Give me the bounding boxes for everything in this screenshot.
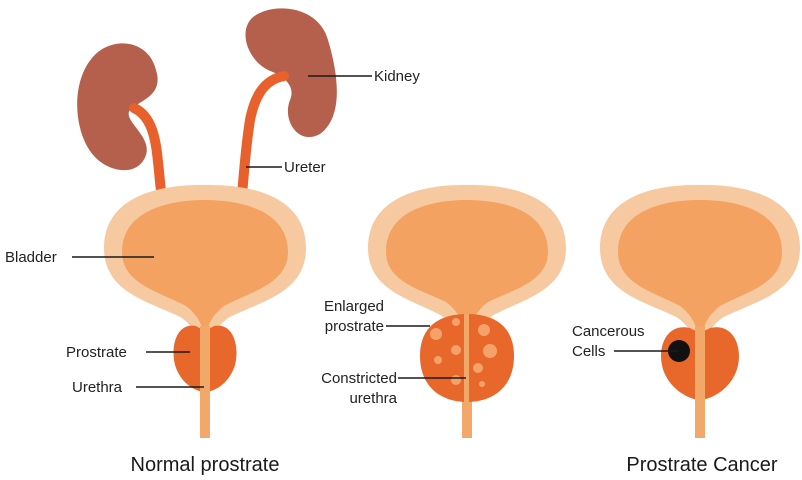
- nodule: [473, 363, 483, 373]
- nodule: [452, 318, 460, 326]
- nodule: [434, 356, 442, 364]
- bladder-inner: [618, 200, 782, 330]
- constricted-label-line2: urethra: [349, 390, 397, 407]
- right-ureter: [242, 76, 284, 196]
- constricted-label-line1: Constricted: [321, 370, 397, 387]
- enlarged-prostate-illustration: [368, 185, 566, 438]
- prostrate-label: Prostrate: [66, 344, 127, 361]
- nodule: [451, 375, 461, 385]
- enlarged-label-line1: Enlarged: [324, 298, 384, 315]
- nodule: [478, 324, 490, 336]
- enlarged-label-line2: prostrate: [325, 318, 384, 335]
- normal-prostrate-caption: Normal prostrate: [131, 454, 280, 476]
- nodule: [479, 381, 485, 387]
- right-kidney: [245, 8, 336, 137]
- cancerous-label-line2: Cells: [572, 343, 605, 360]
- urethra-through-prostate: [695, 326, 705, 400]
- prostate-cancer-illustration: [600, 185, 800, 438]
- normal-prostate-illustration: [77, 8, 337, 438]
- nodule: [483, 344, 497, 358]
- prostrate-cancer-caption: Prostrate Cancer: [626, 454, 778, 476]
- bladder-inner: [386, 200, 548, 326]
- kidney-label: Kidney: [374, 68, 420, 85]
- left-kidney: [77, 43, 157, 170]
- bladder-inner: [122, 200, 288, 330]
- bladder-label: Bladder: [5, 249, 57, 266]
- ureter-label: Ureter: [284, 159, 326, 176]
- nodule: [451, 345, 461, 355]
- urethra-label: Urethra: [72, 379, 123, 396]
- nodule: [430, 328, 442, 340]
- constricted-urethra: [464, 314, 469, 404]
- urethra-through-prostate: [200, 326, 210, 392]
- cancerous-label-line1: Cancerous: [572, 323, 645, 340]
- captions: Normal prostrate Prostrate Cancer: [131, 454, 778, 476]
